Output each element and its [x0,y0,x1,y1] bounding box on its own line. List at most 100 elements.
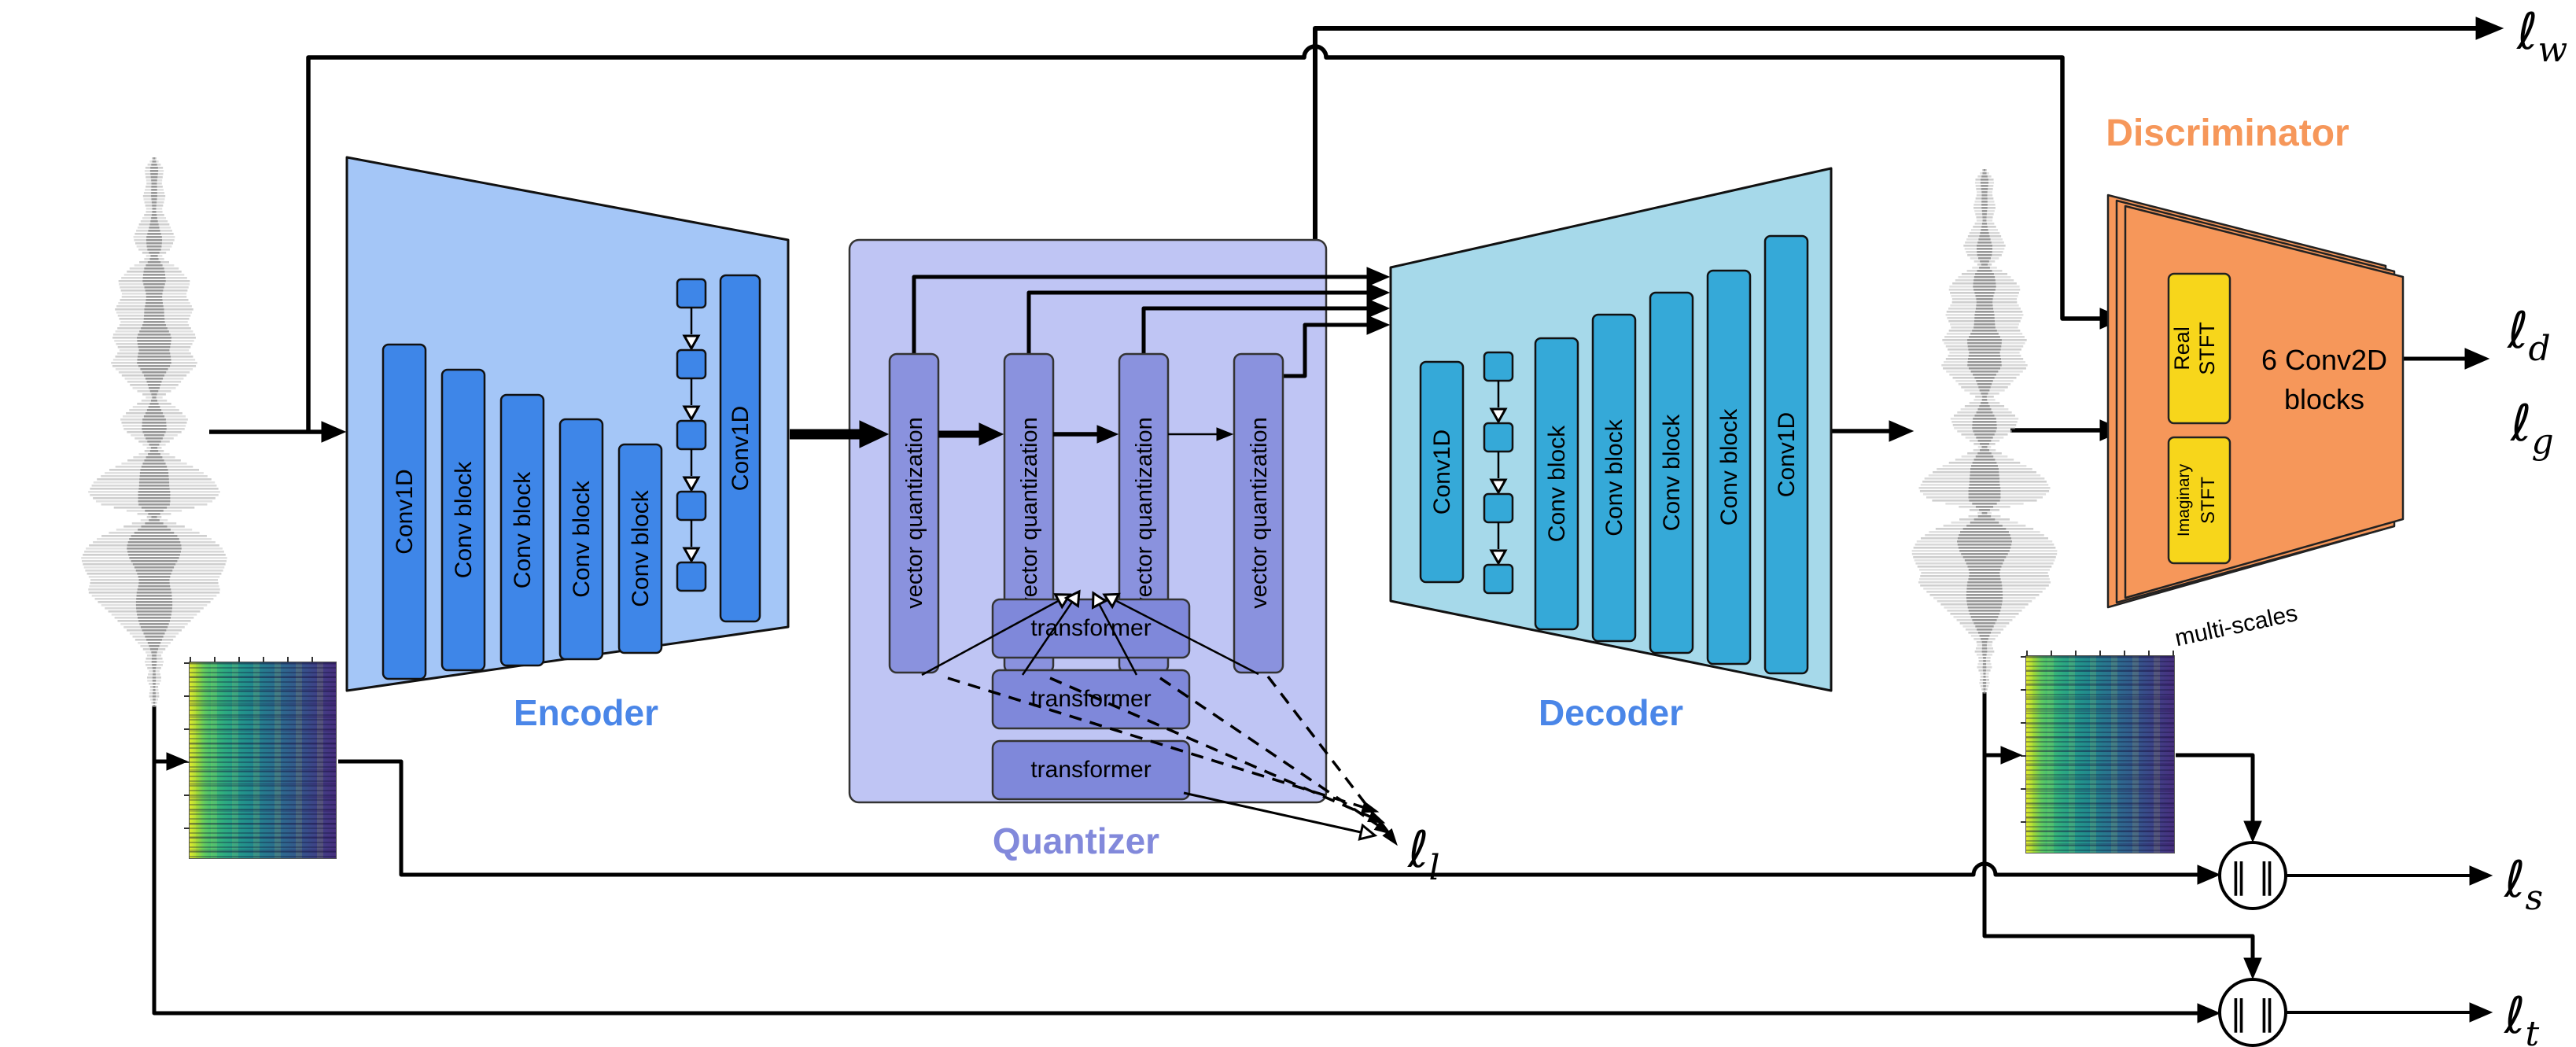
imaginary-stft-box [2167,436,2231,565]
waveform-core-strip [1973,286,1996,288]
time-norm-node-symbol: ‖ ‖ [2230,993,2276,1033]
waveform-core-strip [151,179,157,182]
waveform-core-strip [153,702,156,704]
waveform-core-strip [152,664,157,666]
waveform-core-strip [1973,622,1996,625]
waveform-core-strip [1978,386,1991,389]
waveform-core-strip [153,686,156,688]
waveform-core-strip [129,557,179,559]
time-norm-node [2218,978,2287,1047]
waveform-core-strip [1966,562,2003,565]
waveform-core-strip [131,560,178,562]
waveform-core-strip [1980,260,1989,263]
waveform-core-strip [128,554,180,556]
decoder-layer [1649,291,1694,654]
waveform-core-strip [138,488,170,490]
waveform-core-strip [1967,581,2002,584]
waveform-core-strip [136,595,172,597]
waveform-core-strip [1977,452,1992,455]
vq3-to-latent-loss [1159,676,1383,829]
waveform-core-strip [137,362,171,364]
vq-block-label: vector quantization [1132,417,1157,608]
waveform-core-strip [1975,625,1994,628]
waveform-core-strip [137,573,171,575]
spectral-loss-left-arrow [2197,865,2221,885]
waveform-core-strip [138,485,170,487]
vq4-to-latent-loss-head [1382,828,1398,846]
waveform-core-strip [1958,547,2011,549]
waveform-core-strip [135,601,173,603]
waveform-core-strip [1962,528,2007,530]
waveform-core-strip [1972,421,1997,423]
waveform-core-strip [1968,367,2001,370]
waveform-core-strip [139,330,169,333]
vq1-to-transformer [921,598,1063,676]
waveform-core-strip [148,230,160,232]
waveform-core-strip [150,176,158,179]
waveform-core-strip [136,598,172,600]
vq-block-1 [888,352,940,674]
waveform-core-strip [142,422,167,424]
encoder-input-arrow [321,421,347,443]
decoder-chain-square [1483,422,1514,453]
decoder-title: Decoder [1539,692,1683,733]
spectral-loss-top-arrow [2243,820,2262,843]
waveform-core-strip [138,491,171,493]
waveform-core-strip [143,632,165,635]
waveform-core-strip [138,497,171,500]
waveform-core-strip [1976,304,1993,307]
waveform-core-strip [1981,393,1988,395]
waveform-core-strip [147,249,161,251]
waveform-core-strip [151,195,157,197]
waveform-core-strip [149,444,160,446]
waveform-core-strip [1973,430,1996,433]
discriminator-title: Discriminator [2106,112,2349,154]
waveform-core-strip [1981,210,1988,212]
waveform-core-strip [1976,248,1993,250]
waveform-core-strip [1964,559,2005,562]
discriminator-output-arrow [2464,348,2490,370]
transformer-block-2 [991,669,1191,730]
waveform-core-strip [138,529,171,531]
waveform-core-strip [129,538,179,540]
waveform-core-strip [1968,496,2001,499]
waveform-core-strip [1969,477,2000,480]
waveform-core-strip [1959,550,2010,552]
encoder-title: Encoder [514,692,658,733]
waveform-core-strip [146,456,163,459]
input-spectrogram [184,657,337,859]
waveform-core-strip [1976,437,1993,439]
waveform-core-strip [1976,380,1993,382]
waveform-core-strip [1981,185,1988,187]
waveform-core-strip [146,437,163,440]
waveform-core-strip [151,182,157,185]
waveform-core-strip [1982,396,1987,398]
encoder-layer [558,418,604,661]
waveform-core-strip [151,214,157,216]
decoder-layer [1419,360,1465,584]
waveform-core-strip [146,245,162,248]
waveform-core-strip [143,318,165,320]
time-loss-label: ℓt [2504,987,2539,1047]
waveform-core-strip [149,227,160,229]
waveform-core-strip [146,299,163,301]
encoder-layer [499,393,545,667]
waveform-core-strip [1980,232,1989,234]
waveform-core-strip [1967,361,2002,363]
waveform-core-strip [134,566,175,569]
decoder-output-arrow [1889,420,1914,442]
waveform-core-strip [1979,635,1990,637]
waveform-core-strip [137,359,171,361]
waveform-core-strip [136,592,172,594]
waveform-core-strip [1983,169,1986,171]
waveform-core-strip [139,623,169,625]
waveform-core-strip [149,645,160,647]
waveform-core-strip [146,639,162,641]
waveform-core-strip [1977,251,1992,253]
waveform-core-strip [1974,433,1995,436]
waveform-core-strip [142,280,166,282]
waveform-core-strip [1966,594,2003,596]
waveform-core-strip [141,507,168,509]
